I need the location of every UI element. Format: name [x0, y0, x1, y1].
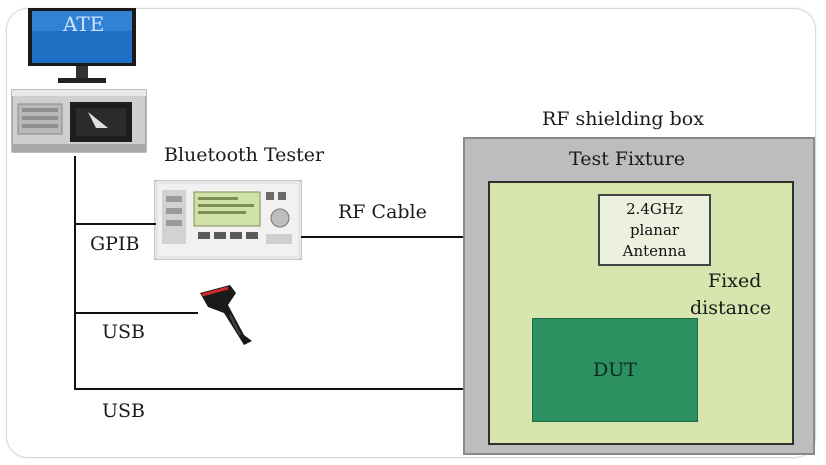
ate-label: ATE	[63, 12, 105, 36]
fixed-distance-line-2: distance	[690, 297, 772, 319]
antenna-line-1: 2.4GHz	[626, 199, 683, 218]
rf-cable-line	[301, 236, 598, 238]
barcode-scanner-icon	[200, 285, 252, 345]
bus-vertical-line	[74, 156, 76, 390]
fixture-label: Test Fixture	[569, 148, 686, 170]
fixed-distance-line-1: Fixed	[708, 270, 762, 292]
usb-dut-label: USB	[102, 400, 145, 422]
dut-box: DUT	[532, 318, 698, 422]
usb-dut-line	[74, 388, 532, 390]
antenna-line-2: planar	[629, 220, 680, 239]
ate-computer-icon	[11, 8, 147, 153]
tester-label: Bluetooth Tester	[164, 144, 325, 166]
gpib-line	[74, 223, 156, 225]
antenna-line-3: Antenna	[622, 241, 687, 260]
gpib-label: GPIB	[90, 233, 140, 255]
bluetooth-tester-icon	[154, 180, 302, 260]
shield-label: RF shielding box	[542, 108, 704, 130]
rf-cable-label: RF Cable	[338, 201, 427, 223]
dut-label: DUT	[593, 359, 637, 381]
usb-scanner-label: USB	[102, 321, 145, 343]
usb-scanner-line	[74, 312, 198, 314]
planar-antenna: 2.4GHz planar Antenna	[598, 194, 711, 266]
